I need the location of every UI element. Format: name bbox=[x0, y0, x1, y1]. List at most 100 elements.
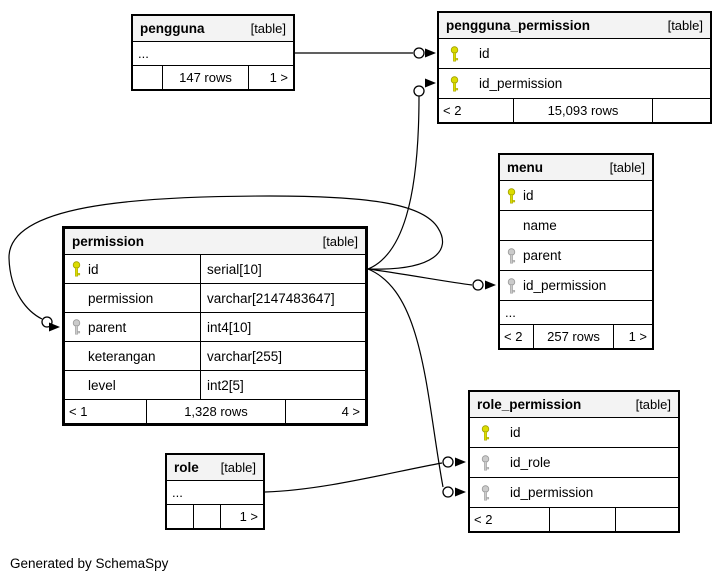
footer-children: 1 > bbox=[220, 505, 263, 528]
table-footer: < 2 257 rows 1 > bbox=[500, 325, 652, 348]
foreign-key-icon bbox=[481, 484, 490, 500]
footer-children: 4 > bbox=[285, 400, 365, 423]
column-name: id_permission bbox=[479, 76, 563, 91]
table-title[interactable]: pengguna bbox=[140, 21, 205, 36]
cardinality-circle bbox=[41, 316, 53, 328]
fk-arrowhead bbox=[425, 78, 436, 88]
conn-permission-id-to-menu-id_permission bbox=[367, 268, 473, 286]
hidden-columns-ellipsis: ... bbox=[500, 301, 652, 325]
cardinality-circle bbox=[413, 47, 425, 59]
fk-arrowhead bbox=[425, 48, 436, 58]
conn-role-to-role_permission-id_role bbox=[264, 462, 443, 493]
table-role_permission-header[interactable]: role_permission [table] bbox=[470, 392, 678, 418]
table-title[interactable]: role_permission bbox=[477, 397, 582, 412]
table-pengguna-header[interactable]: pengguna [table] bbox=[133, 16, 293, 42]
table-tag: [table] bbox=[667, 18, 703, 33]
table-title[interactable]: menu bbox=[507, 160, 544, 175]
fk-arrowhead bbox=[49, 322, 60, 332]
icon-spacer bbox=[72, 377, 81, 393]
table-footer: 1 > bbox=[167, 505, 263, 528]
generated-by-note: Generated by SchemaSpy bbox=[10, 556, 169, 571]
table-menu-header[interactable]: menu [table] bbox=[500, 155, 652, 181]
column-row-id: id bbox=[470, 418, 678, 448]
column-type: varchar[2147483647] bbox=[207, 290, 335, 306]
table-title[interactable]: pengguna_permission bbox=[446, 18, 591, 33]
column-row-level: level int2[5] bbox=[65, 371, 365, 400]
footer-rowcount bbox=[549, 508, 615, 531]
column-row-id: id bbox=[439, 39, 710, 69]
table-menu[interactable]: menu [table] id name parent id_permissio… bbox=[498, 153, 654, 350]
table-footer: < 1 1,328 rows 4 > bbox=[65, 400, 365, 423]
fk-arrowhead bbox=[455, 487, 466, 497]
table-pengguna_permission[interactable]: pengguna_permission [table] id id_permis… bbox=[437, 11, 712, 124]
table-tag: [table] bbox=[250, 21, 286, 36]
column-name: name bbox=[523, 218, 557, 233]
primary-key-icon bbox=[507, 187, 516, 203]
column-type: int4[10] bbox=[207, 319, 252, 335]
primary-key-icon bbox=[481, 424, 490, 440]
column-type: varchar[255] bbox=[207, 348, 283, 364]
table-pengguna[interactable]: pengguna [table] ... 147 rows 1 > bbox=[131, 14, 295, 91]
footer-parents: < 2 bbox=[474, 512, 493, 527]
foreign-key-icon bbox=[72, 319, 81, 335]
column-row-parent: parent int4[10] bbox=[65, 313, 365, 342]
table-title[interactable]: role bbox=[174, 460, 199, 475]
column-name: id_permission bbox=[510, 485, 594, 500]
cardinality-circle bbox=[413, 85, 425, 97]
column-name: id_permission bbox=[523, 278, 607, 293]
table-permission[interactable]: permission [table] id serial[10] permiss… bbox=[62, 226, 368, 426]
footer-parents bbox=[167, 505, 193, 528]
table-permission-header[interactable]: permission [table] bbox=[65, 229, 365, 255]
footer-parents: < 2 bbox=[504, 329, 523, 344]
table-title[interactable]: permission bbox=[72, 234, 145, 249]
table-footer: < 2 15,093 rows bbox=[439, 99, 710, 122]
table-role-header[interactable]: role [table] bbox=[167, 455, 263, 481]
footer-children bbox=[615, 508, 678, 531]
icon-spacer bbox=[507, 218, 516, 234]
table-role_permission[interactable]: role_permission [table] id id_role id_pe… bbox=[468, 390, 680, 533]
column-row-name: name bbox=[500, 211, 652, 241]
column-row-permission: permission varchar[2147483647] bbox=[65, 284, 365, 313]
icon-spacer bbox=[72, 290, 81, 306]
conn-permission-id-to-pengguna_permission-id_permission bbox=[367, 95, 420, 270]
column-name: keterangan bbox=[88, 348, 156, 364]
column-row-id: id bbox=[500, 181, 652, 211]
column-name: permission bbox=[88, 290, 154, 306]
primary-key-icon bbox=[450, 75, 459, 91]
column-name: id bbox=[479, 46, 490, 61]
column-name: id bbox=[523, 188, 534, 203]
conn-permission-id-to-role_permission-id_permission bbox=[367, 268, 444, 488]
table-role[interactable]: role [table] ... 1 > bbox=[165, 453, 265, 530]
column-name: parent bbox=[523, 248, 562, 263]
column-row-id_permission: id_permission bbox=[439, 69, 710, 99]
cardinality-circle bbox=[442, 486, 454, 498]
column-name: id bbox=[88, 261, 99, 277]
footer-children: 1 > bbox=[248, 66, 293, 89]
foreign-key-icon bbox=[507, 277, 516, 293]
column-row-id_permission: id_permission bbox=[500, 271, 652, 301]
footer-rowcount bbox=[193, 505, 220, 528]
column-row-parent: parent bbox=[500, 241, 652, 271]
footer-parents: < 1 bbox=[69, 404, 88, 419]
footer-rowcount: 15,093 rows bbox=[513, 99, 652, 122]
footer-rowcount: 257 rows bbox=[533, 325, 613, 348]
column-row-id_permission: id_permission bbox=[470, 478, 678, 508]
footer-parents bbox=[133, 66, 162, 89]
footer-rowcount: 147 rows bbox=[162, 66, 248, 89]
cardinality-circle bbox=[442, 456, 454, 468]
fk-arrowhead bbox=[455, 457, 466, 467]
column-row-id: id serial[10] bbox=[65, 255, 365, 284]
column-name: level bbox=[88, 377, 116, 393]
table-tag: [table] bbox=[635, 397, 671, 412]
cardinality-circle bbox=[472, 279, 484, 291]
primary-key-icon bbox=[450, 45, 459, 61]
column-row-id_role: id_role bbox=[470, 448, 678, 478]
footer-parents: < 2 bbox=[443, 103, 462, 118]
footer-children bbox=[652, 99, 710, 122]
footer-rowcount: 1,328 rows bbox=[146, 400, 285, 423]
foreign-key-icon bbox=[507, 247, 516, 263]
table-tag: [table] bbox=[322, 234, 358, 249]
icon-spacer bbox=[72, 348, 81, 364]
footer-children: 1 > bbox=[613, 325, 652, 348]
table-pengguna_permission-header[interactable]: pengguna_permission [table] bbox=[439, 13, 710, 39]
